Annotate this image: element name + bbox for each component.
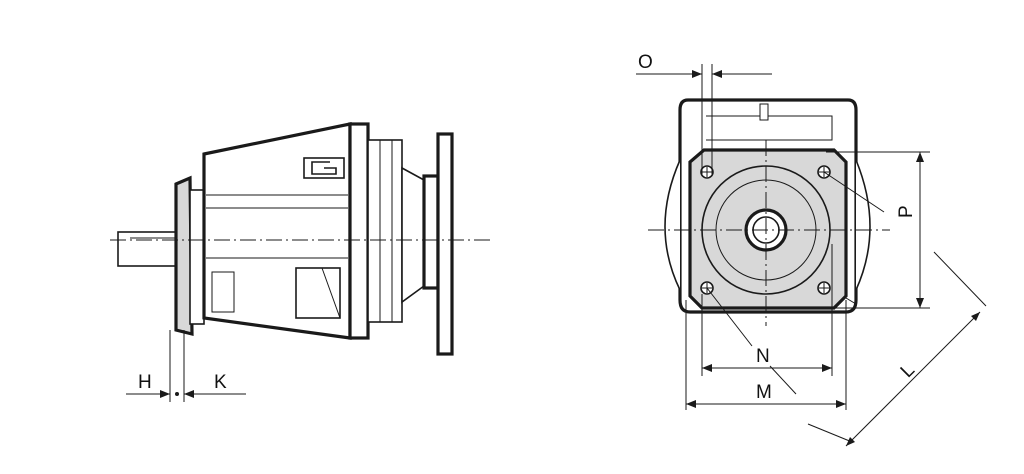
dimension-n: N: [701, 244, 833, 376]
dimension-label-k: K: [214, 372, 227, 393]
side-view: H K: [110, 122, 490, 402]
dimension-m: M: [685, 300, 847, 410]
dimension-label-m: M: [756, 382, 772, 403]
dimension-label-p: P: [896, 205, 917, 218]
dimension-label-n: N: [756, 346, 770, 367]
dimension-h-k: H K: [126, 330, 246, 402]
dimension-label-o: O: [638, 52, 653, 73]
housing-body: [202, 122, 352, 340]
dimension-label-l: L: [897, 360, 919, 382]
center-flange: [348, 122, 403, 340]
dimension-label-h: H: [138, 372, 152, 393]
input-flange: [401, 132, 454, 356]
shaft-flange: [174, 175, 205, 337]
front-view: O P N M: [636, 52, 987, 447]
dimension-o: O: [636, 52, 772, 174]
dimension-p: P: [823, 151, 930, 309]
